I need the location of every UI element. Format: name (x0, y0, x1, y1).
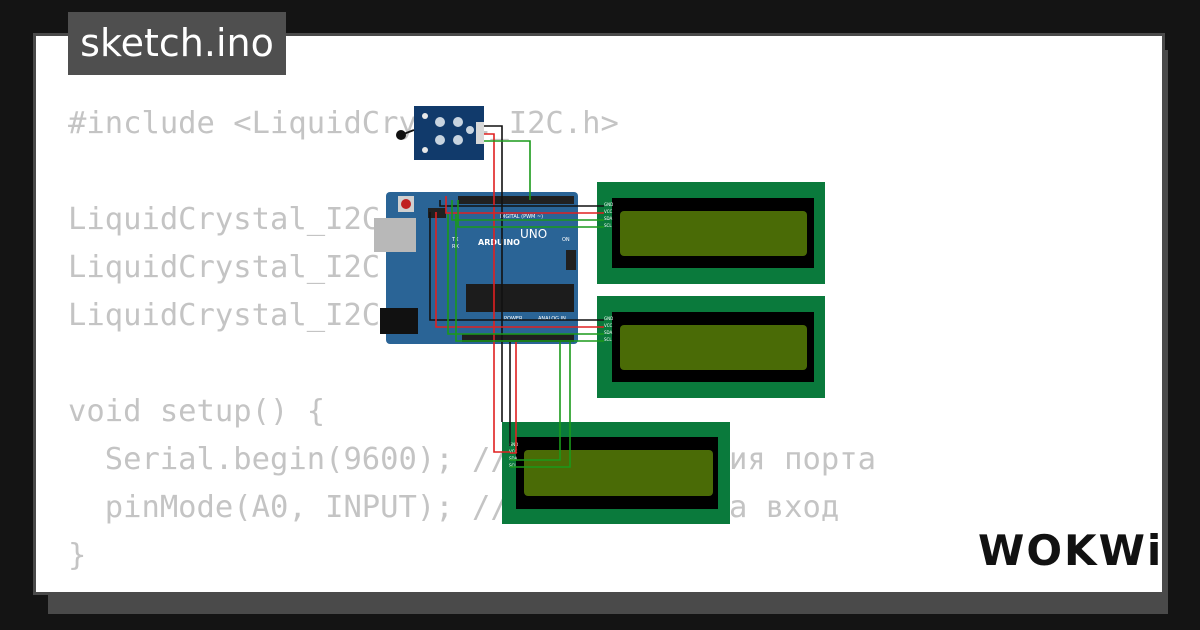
on-label: ON (562, 237, 570, 243)
board-model: UNO (520, 227, 547, 241)
microcontroller-chip (466, 284, 574, 312)
lcd-pin-label: GND (509, 442, 518, 447)
digital-label: DIGITAL (PWM ~) (500, 214, 543, 220)
code-line: LiquidCrystal_I2C (68, 202, 381, 237)
lcd-pin-label: SCL (604, 337, 612, 342)
lcd-pin-label: SDA (604, 330, 613, 335)
reset-button[interactable] (401, 199, 411, 209)
sensor-module[interactable] (396, 106, 484, 160)
lcd-display-3[interactable]: GND VCC SDA SCL (502, 422, 730, 524)
analog-header (462, 334, 574, 342)
power-label: POWER (504, 316, 523, 322)
lcd-pin-label: VCC (604, 323, 613, 328)
power-jack (380, 308, 418, 334)
code-line: } (68, 538, 87, 573)
wires (429, 125, 604, 468)
file-tab[interactable]: sketch.ino (68, 12, 286, 75)
lcd-pin-label: SDA (509, 456, 518, 461)
digital-header (458, 196, 574, 204)
code-line: LiquidCrystal_I2C (68, 250, 381, 285)
tx-label: TX (451, 237, 459, 243)
lcd-pin-label: VCC (604, 209, 613, 214)
arduino-board[interactable]: DIGITAL (PWM ~) ARDUINO UNO TX RX ON POW… (374, 192, 578, 344)
lcd-pin-label: GND (604, 316, 613, 321)
lcd-pin-label: SCL (509, 463, 517, 468)
wokwi-logo: WOKWi (978, 526, 1164, 575)
code-line: LiquidCrystal_I2C (68, 298, 381, 333)
code-line: void setup() { (68, 394, 326, 429)
lcd-display-2[interactable]: GND VCC SDA SCL (597, 296, 825, 398)
lcd-pin-label: GND (604, 202, 613, 207)
lcd-pin-label: SCL (604, 223, 612, 228)
arduino-brand: ARDUINO (478, 238, 520, 247)
lcd-display-1[interactable]: GND VCC SDA SCL (597, 182, 825, 284)
analog-label: ANALOG IN (538, 316, 566, 322)
lcd-pin-label: SDA (604, 216, 613, 221)
lcd-pin-label: VCC (509, 449, 518, 454)
usb-port (374, 218, 416, 252)
